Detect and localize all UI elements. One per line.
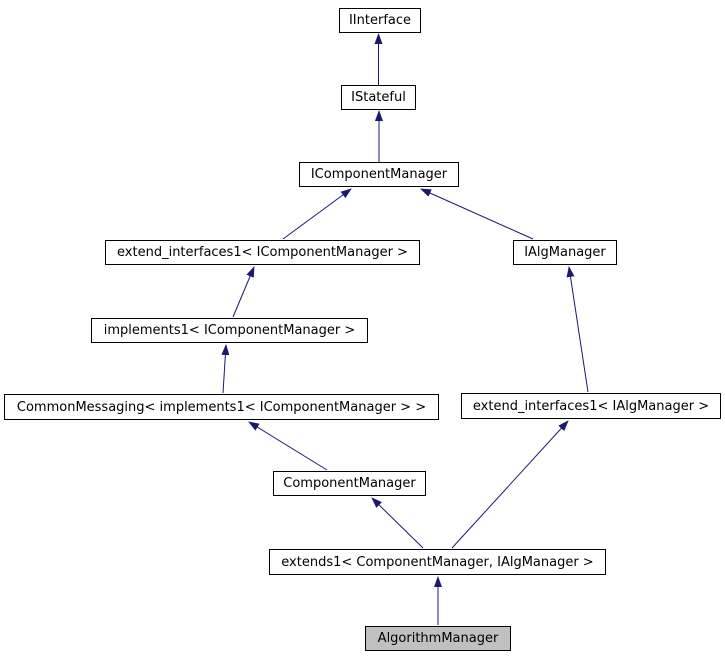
edge-implements1-to-extend-interfaces1-icm — [232, 266, 255, 318]
class-node-ialgmanager[interactable]: IAlgManager — [513, 240, 617, 265]
edge-componentmanager-to-commonmessaging — [248, 421, 328, 471]
class-node-extend-interfaces1-ialgmanager[interactable]: extend_interfaces1< IAlgManager > — [461, 393, 721, 419]
edge-ialgmanager-to-icomponentmanager — [420, 188, 534, 240]
edge-extends1-to-extend-interfaces1-ialg — [451, 420, 569, 549]
class-node-commonmessaging[interactable]: CommonMessaging< implements1< IComponent… — [4, 394, 439, 420]
class-node-extends1[interactable]: extends1< ComponentManager, IAlgManager … — [269, 549, 606, 575]
class-node-algorithmmanager: AlgorithmManager — [365, 626, 511, 651]
class-node-implements1-icomponentmanager[interactable]: implements1< IComponentManager > — [91, 318, 368, 343]
class-node-icomponentmanager[interactable]: IComponentManager — [299, 162, 459, 187]
edge-extends1-to-componentmanager — [371, 497, 424, 549]
class-node-istateful[interactable]: IStateful — [341, 85, 416, 110]
class-node-componentmanager[interactable]: ComponentManager — [273, 471, 426, 496]
class-node-iinterface[interactable]: IInterface — [339, 8, 421, 33]
edge-extend-interfaces1-icm-to-icomponentmanager — [282, 188, 352, 240]
edge-commonmessaging-to-implements1 — [221, 344, 230, 394]
class-node-extend-interfaces1-icomponentmanager[interactable]: extend_interfaces1< IComponentManager > — [105, 240, 420, 265]
edge-extend-interfaces1-ialg-to-ialgmanager — [566, 266, 589, 393]
